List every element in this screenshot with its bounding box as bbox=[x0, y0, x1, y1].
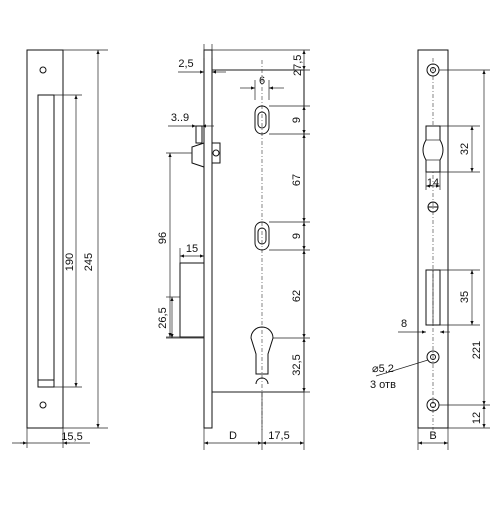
dim-top-to-slot: 27,5 bbox=[292, 55, 304, 76]
dim-bottom-offset: 12 bbox=[471, 412, 483, 424]
strike-plate-outline bbox=[26, 49, 64, 429]
right-view: 32 14 35 8 221 12 ⌀5,2 3 отв B bbox=[370, 49, 490, 450]
dim-bolt-width: 15 bbox=[186, 243, 198, 255]
latch-window bbox=[422, 125, 444, 173]
dim-cylinder-to-bottom: 32,5 bbox=[291, 354, 303, 375]
dim-slot-top-height: 9 bbox=[291, 117, 303, 123]
dim-slot-bottom-height: 9 bbox=[291, 233, 303, 239]
dim-bolt-window-height: 35 bbox=[459, 291, 471, 303]
left-view: 245 190 15,5 bbox=[12, 49, 108, 448]
slot-bottom-pocket bbox=[37, 379, 55, 388]
dim-edge-offset: 8 bbox=[401, 318, 407, 330]
bottom-notch bbox=[255, 377, 269, 385]
dim-bolt-height: 96 bbox=[157, 232, 169, 244]
dim-bolt-offset: 26,5 bbox=[157, 307, 169, 328]
face-hole-middle bbox=[426, 350, 440, 364]
dim-total-height: 245 bbox=[83, 253, 95, 271]
lower-slot bbox=[254, 221, 270, 251]
dim-slot-height: 190 bbox=[64, 253, 76, 271]
dim-hole-count: 3 отв bbox=[370, 379, 396, 391]
strike-slot bbox=[37, 94, 55, 388]
dim-latch-range: 3..9 bbox=[171, 112, 189, 124]
latch-base bbox=[211, 142, 221, 164]
dim-slot-width: 6 bbox=[259, 75, 265, 87]
dim-strike-width: B bbox=[429, 430, 436, 442]
dim-width: 15,5 bbox=[61, 431, 82, 443]
dim-cylinder-offset: 17,5 bbox=[268, 430, 289, 442]
front-plate bbox=[203, 49, 213, 429]
latch-spring bbox=[195, 125, 203, 144]
center-view: 2,5 6 27,5 9 67 9 62 32,5 3..9 96 bbox=[157, 44, 310, 450]
dim-hole-spacing: 221 bbox=[471, 341, 483, 359]
dim-latch-window-width: 14 bbox=[427, 177, 439, 189]
dim-latch-window-height: 32 bbox=[459, 143, 471, 155]
dim-backset: D bbox=[229, 430, 237, 442]
dim-plate-thickness: 2,5 bbox=[178, 58, 193, 70]
dim-hole-diameter: ⌀5,2 bbox=[372, 363, 394, 375]
deadbolt bbox=[179, 262, 205, 338]
hole-leader bbox=[375, 359, 429, 377]
cylinder-cutout bbox=[250, 326, 274, 375]
dim-slot-pitch: 67 bbox=[291, 174, 303, 186]
upper-slot bbox=[254, 105, 270, 135]
dim-slot-to-cylinder: 62 bbox=[291, 290, 303, 302]
mount-hole-bottom bbox=[39, 401, 47, 409]
mount-hole-top bbox=[39, 66, 47, 74]
latch-tongue bbox=[191, 142, 205, 168]
